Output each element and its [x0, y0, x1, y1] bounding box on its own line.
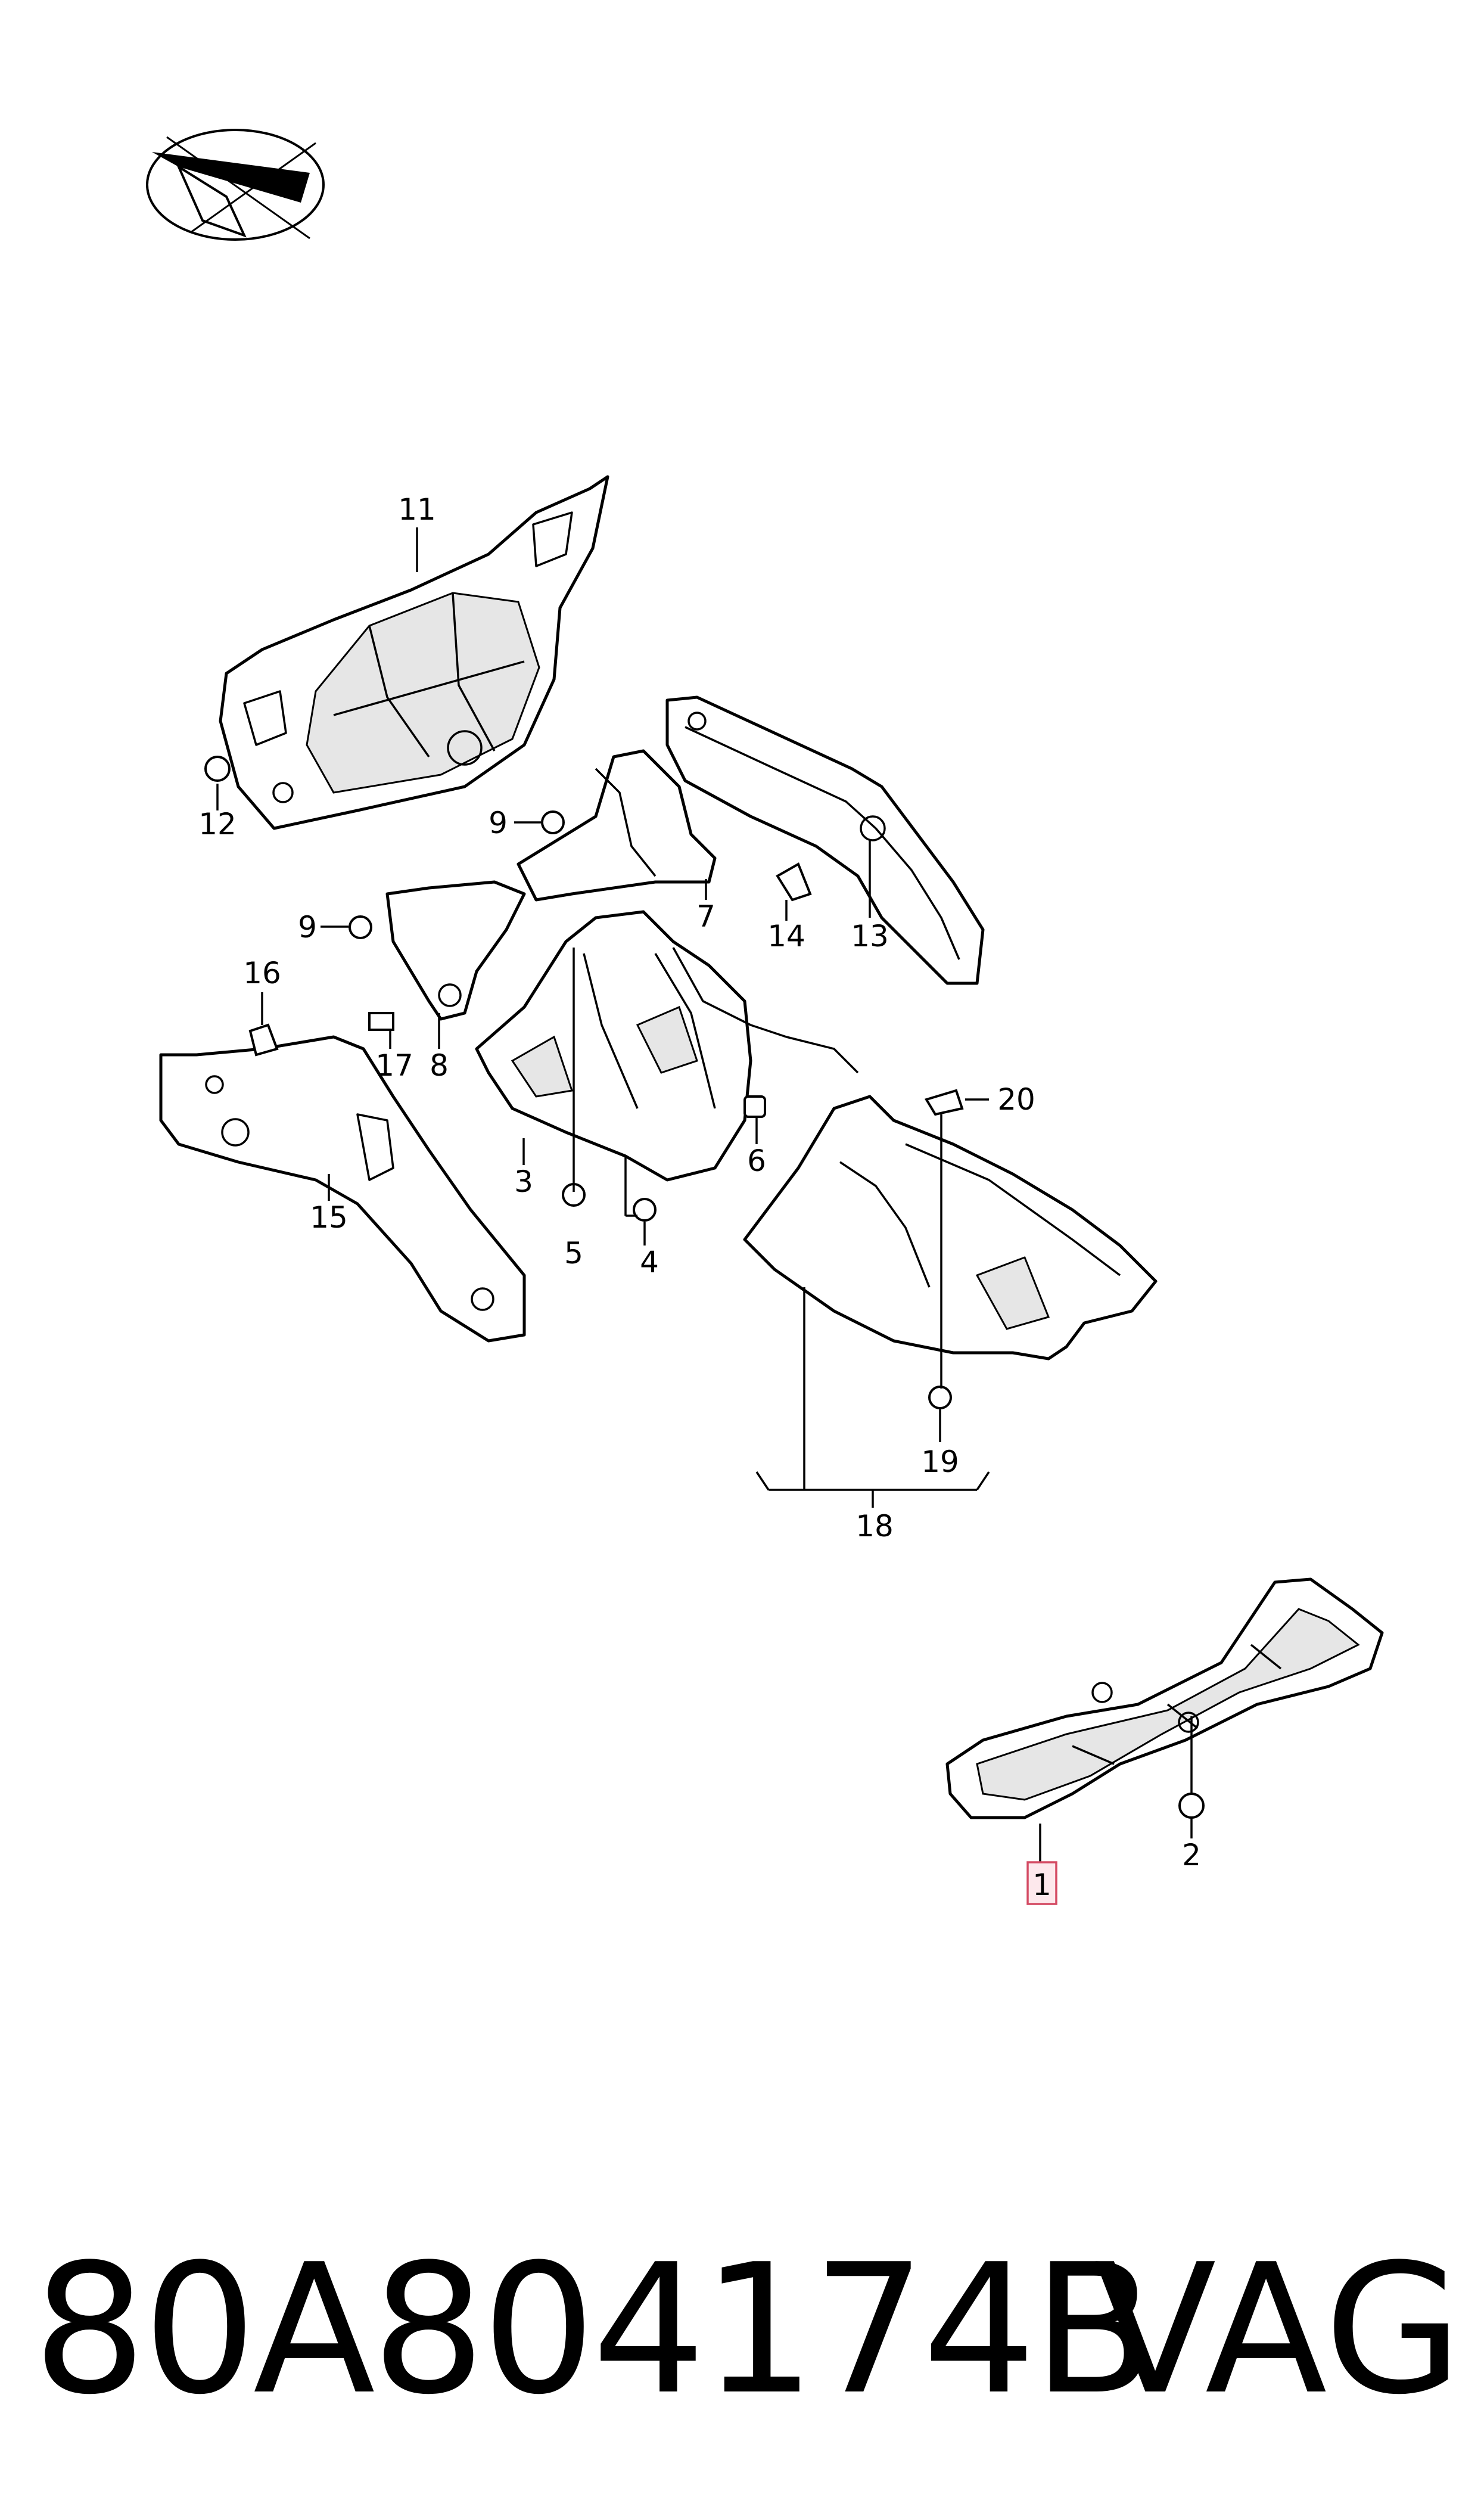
fastener-6	[743, 1095, 766, 1118]
heat-shield-part-7	[517, 749, 717, 902]
fastener-9a	[541, 810, 565, 834]
heat-shield-part-15	[159, 1035, 526, 1343]
vehicle-orientation-icon	[146, 129, 325, 241]
heat-shield-part-8	[385, 880, 526, 1021]
callout-9b: 9	[298, 910, 317, 945]
tunnel-shield-part-3	[475, 910, 859, 1182]
callout-7: 7	[696, 899, 715, 934]
callout-4: 4	[640, 1245, 659, 1279]
fastener-4	[633, 1198, 657, 1222]
callout-11: 11	[398, 492, 436, 527]
fastener-19	[928, 1386, 952, 1409]
callout-5: 5	[564, 1236, 583, 1271]
fasteners	[204, 756, 1205, 1819]
callout-8: 8	[430, 1048, 449, 1083]
callout-15: 15	[310, 1200, 348, 1235]
heat-shield-part-18	[743, 1095, 1158, 1361]
callout-2: 2	[1182, 1838, 1201, 1872]
heat-shield-part-1	[945, 1577, 1384, 1819]
fastener-12	[204, 756, 231, 782]
callout-18: 18	[855, 1509, 894, 1543]
callout-labels: 11 12 9 9 7 14 13 16 17 8 15 3 5 4 6 20 …	[198, 492, 1201, 1902]
callout-9a: 9	[489, 806, 508, 840]
fastener-20	[924, 1089, 964, 1116]
callout-17: 17	[375, 1048, 413, 1083]
callout-6: 6	[747, 1144, 766, 1178]
brand-name: VAG	[1094, 2226, 1463, 2434]
callout-3: 3	[514, 1164, 533, 1199]
highlight-box	[1026, 1861, 1057, 1905]
fastener-2	[1178, 1793, 1205, 1819]
fastener-16	[248, 1023, 279, 1057]
fastener-14	[776, 862, 812, 902]
caption: 80A804174B VAG	[33, 2229, 1463, 2431]
parts-diagram: 11 12 9 9 7 14 13 16 17 8 15 3 5 4 6 20 …	[146, 129, 1384, 1905]
part-number: 80A804174B	[33, 2226, 1155, 2434]
callout-14: 14	[767, 919, 805, 953]
callout-20: 20	[997, 1082, 1035, 1117]
leader-lines	[216, 527, 1193, 1862]
callout-16: 16	[243, 956, 281, 990]
callout-1: 1	[1032, 1868, 1051, 1902]
heat-shield-part-11	[219, 475, 609, 830]
heat-shield-part-13	[665, 695, 985, 985]
callout-19: 19	[921, 1445, 959, 1479]
callout-13: 13	[851, 919, 889, 953]
callout-12: 12	[198, 807, 237, 841]
fastener-9b	[349, 915, 372, 939]
fastener-17	[368, 1012, 394, 1031]
